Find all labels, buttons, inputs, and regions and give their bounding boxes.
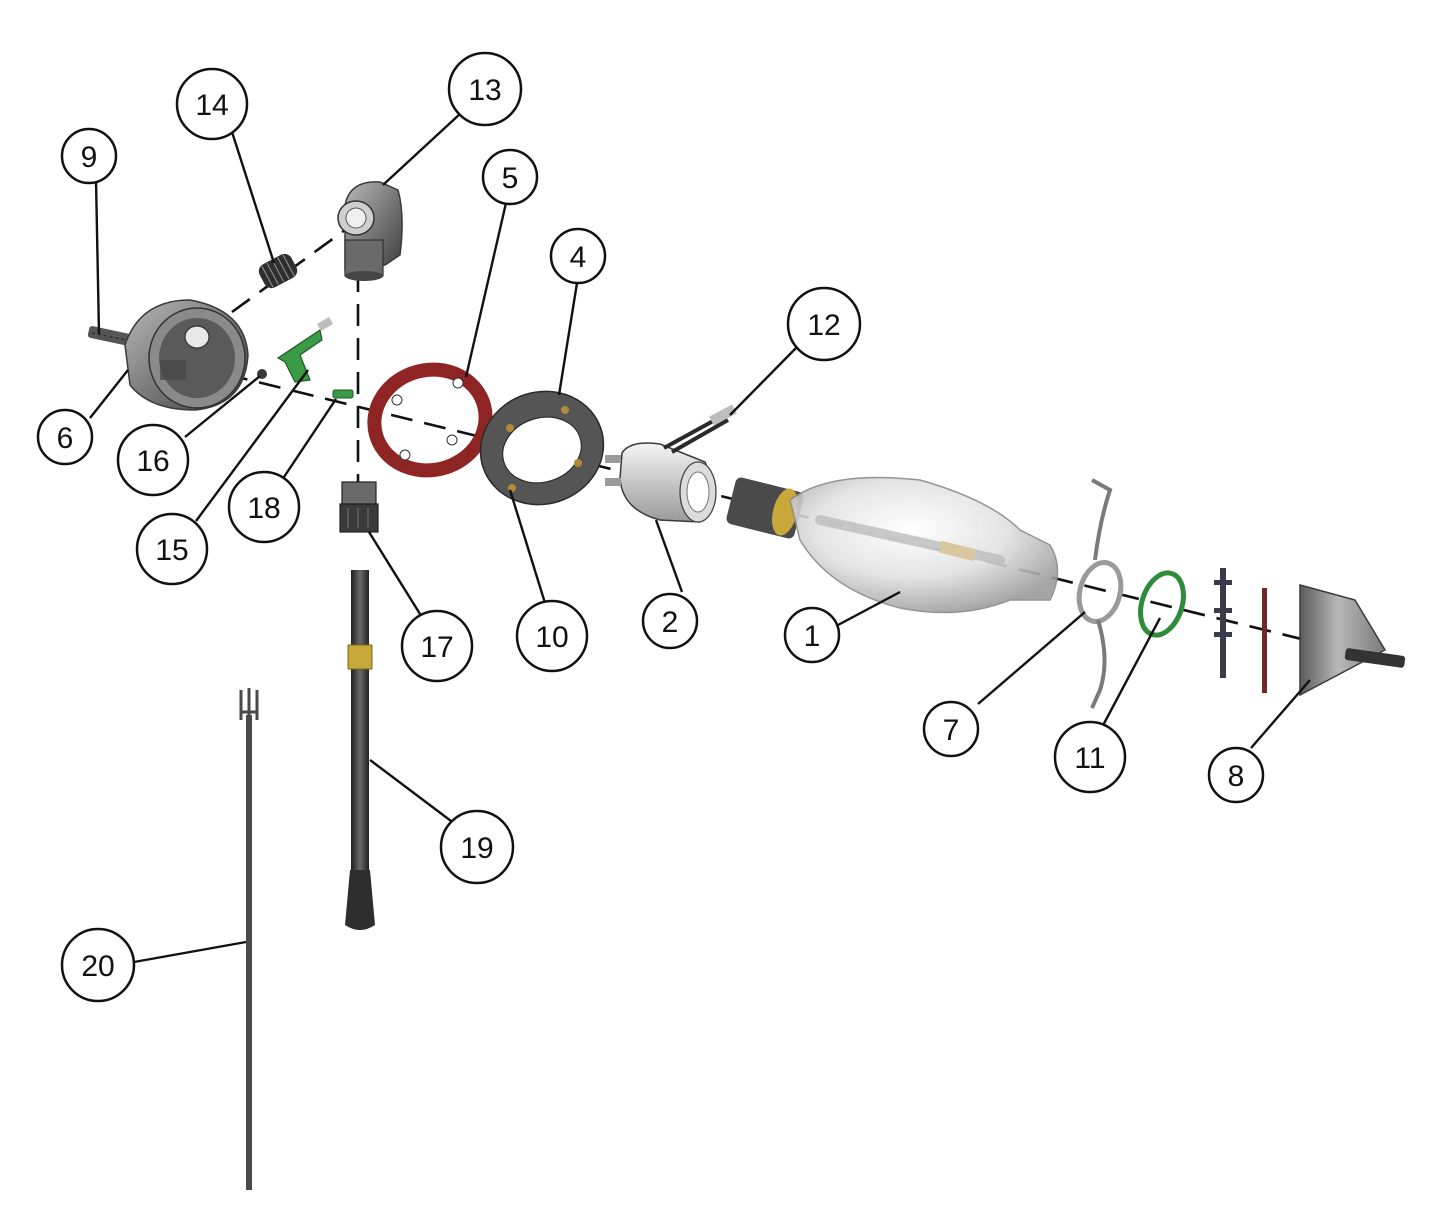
callout-9: 9 [60, 127, 118, 185]
part-14-knurled-nut [258, 253, 298, 289]
callout-19-label: 19 [460, 832, 493, 865]
callout-12-label: 12 [807, 309, 840, 342]
callout-6: 6 [36, 408, 94, 466]
callout-9-label: 9 [81, 141, 98, 174]
part-18-small-clip [332, 389, 354, 399]
callout-19: 19 [439, 809, 515, 885]
callout-17: 17 [400, 609, 474, 683]
callout-4-label: 4 [570, 241, 587, 274]
callout-11: 11 [1053, 720, 1127, 794]
part-2-sleeve [605, 442, 717, 523]
callout-18: 18 [227, 470, 301, 544]
callout-8-label: 8 [1228, 760, 1245, 793]
callout-20-label: 20 [81, 950, 114, 983]
callout-18-label: 18 [247, 492, 280, 525]
part-12-leads [663, 404, 737, 454]
leader-lines [89, 112, 1311, 964]
part-8-cone-end-cap [1299, 584, 1406, 697]
part-19-probe-tube [345, 570, 375, 930]
callout-11-label: 11 [1074, 742, 1105, 775]
callout-5-label: 5 [502, 162, 519, 195]
callout-15: 15 [135, 512, 209, 586]
callout-15-label: 15 [155, 534, 188, 567]
callout-1: 1 [783, 606, 841, 664]
callout-14: 14 [175, 67, 249, 141]
main-axis [159, 356, 1396, 664]
callout-13: 13 [447, 51, 523, 127]
callout-12: 12 [786, 286, 862, 362]
callout-5: 5 [481, 148, 539, 206]
part-4-dark-gasket [479, 390, 605, 506]
callout-20: 20 [60, 927, 136, 1003]
callout-6-label: 6 [57, 422, 74, 455]
callout-2-label: 2 [662, 606, 679, 639]
thin-plates [1214, 568, 1267, 693]
part-13-elbow-connector [337, 181, 403, 281]
callout-7-label: 7 [943, 714, 960, 747]
callout-16-label: 16 [136, 445, 169, 478]
callout-14-label: 14 [195, 89, 228, 122]
part-6-housing [124, 299, 249, 411]
callout-10: 10 [515, 599, 589, 673]
part-5-red-gasket [367, 362, 493, 478]
callout-7: 7 [922, 700, 980, 758]
callout-8: 8 [1207, 746, 1265, 804]
callout-17-label: 17 [420, 631, 453, 664]
callout-13-label: 13 [468, 74, 501, 107]
callout-16: 16 [116, 423, 190, 497]
callout-4: 4 [549, 227, 607, 285]
part-15-green-bracket [276, 317, 334, 383]
callout-10-label: 10 [535, 621, 568, 654]
callout-2: 2 [641, 592, 699, 650]
part-1-lamp-bulb [726, 476, 1059, 614]
part-7-wire-spring [1076, 478, 1124, 709]
callout-1-label: 1 [804, 620, 821, 653]
part-17-fitting [339, 481, 379, 533]
part-20-thin-rod [239, 688, 259, 1190]
